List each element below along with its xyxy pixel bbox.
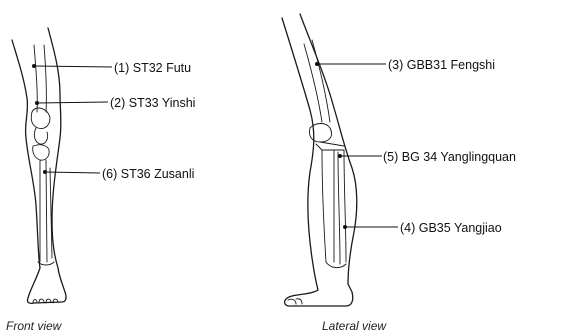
bg34-label: (5) BG 34 Yanglingquan	[383, 150, 516, 164]
gbb31-label: (3) GBB31 Fengshi	[388, 58, 495, 72]
lateral-view-caption: Lateral view	[322, 319, 387, 333]
st33-leader-line	[37, 102, 108, 103]
front-view-caption: Front view	[6, 319, 63, 333]
lateral-leg-illustration	[282, 14, 357, 306]
st36-label: (6) ST36 Zusanli	[102, 167, 194, 181]
point-gb35-yangjiao: (4) GB35 Yangjiao	[343, 221, 502, 235]
point-st33-yinshi: (2) ST33 Yinshi	[35, 96, 195, 110]
st36-leader-line	[45, 172, 100, 173]
point-st32-futu: (1) ST32 Futu	[32, 61, 191, 75]
st33-label: (2) ST33 Yinshi	[110, 96, 195, 110]
point-bg34-yanglingquan: (5) BG 34 Yanglingquan	[338, 150, 516, 164]
point-gbb31-fengshi: (3) GBB31 Fengshi	[315, 58, 495, 72]
gb35-label: (4) GB35 Yangjiao	[400, 221, 502, 235]
point-st36-zusanli: (6) ST36 Zusanli	[43, 167, 194, 181]
front-leg-illustration	[12, 28, 66, 303]
st32-label: (1) ST32 Futu	[114, 61, 191, 75]
